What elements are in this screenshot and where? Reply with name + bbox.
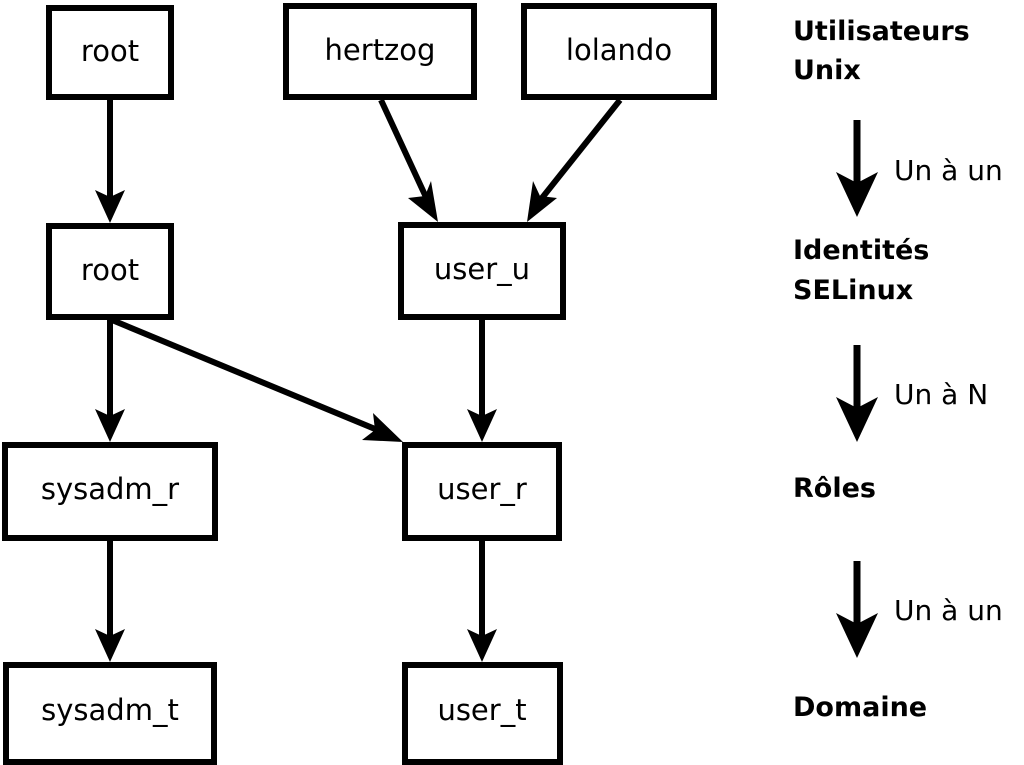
node-domain-user-t[interactable]: user_t bbox=[402, 662, 563, 765]
node-unix-lolando[interactable]: lolando bbox=[521, 3, 717, 100]
node-label-unix-hertzog: hertzog bbox=[325, 33, 436, 67]
edge-sysadm-r-to-sysadm-t bbox=[95, 541, 125, 662]
legend-column: Utilisateurs Unix Un à un Identités SELi… bbox=[793, 16, 1003, 723]
node-label-role-sysadm-r: sysadm_r bbox=[41, 472, 179, 506]
legend-stage-unix-users: Utilisateurs Unix bbox=[793, 16, 970, 86]
legend-stage-domaine-line-1: Domaine bbox=[793, 692, 927, 723]
nodes-layer: root hertzog lolando root user_u sysadm_ bbox=[2, 3, 717, 765]
edge-user-r-to-user-t bbox=[467, 541, 497, 662]
node-role-user-r[interactable]: user_r bbox=[402, 442, 562, 541]
legend-stage-selinux-identities-line-1: Identités bbox=[793, 235, 929, 266]
edge-lolando-to-user-u bbox=[527, 98, 623, 222]
legend-stage-unix-users-line-1: Utilisateurs bbox=[793, 16, 970, 47]
node-label-domain-sysadm-t: sysadm_t bbox=[41, 693, 179, 727]
edge-unix-root-to-identity-root bbox=[95, 100, 125, 223]
edge-identity-root-to-user-r bbox=[110, 317, 403, 442]
node-label-identity-user-u: user_u bbox=[434, 252, 530, 286]
edge-hertzog-to-user-u bbox=[378, 98, 438, 222]
legend-stage-roles: Rôles bbox=[793, 473, 876, 504]
node-domain-sysadm-t[interactable]: sysadm_t bbox=[3, 662, 217, 765]
legend-relation-un-a-n: Un à N bbox=[894, 378, 988, 411]
legend-arrow-one-to-n bbox=[836, 345, 878, 442]
legend-arrow-one-to-one-bottom bbox=[836, 561, 878, 658]
edge-identity-root-to-sysadm-r bbox=[95, 320, 125, 442]
node-label-unix-lolando: lolando bbox=[566, 33, 672, 67]
node-unix-root[interactable]: root bbox=[46, 5, 174, 100]
legend-stage-unix-users-line-2: Unix bbox=[793, 55, 861, 86]
legend-relation-un-a-un-top: Un à un bbox=[894, 154, 1003, 187]
legend-stage-selinux-identities-line-2: SELinux bbox=[793, 275, 913, 306]
legend-stage-domaine: Domaine bbox=[793, 692, 927, 723]
node-label-unix-root: root bbox=[81, 34, 139, 68]
legend-stage-roles-line-1: Rôles bbox=[793, 473, 876, 504]
node-label-identity-root: root bbox=[81, 253, 139, 287]
legend-arrow-one-to-one-top bbox=[836, 120, 878, 217]
edges-layer bbox=[95, 98, 623, 662]
node-unix-hertzog[interactable]: hertzog bbox=[283, 3, 477, 100]
legend-relation-un-a-un-bottom: Un à un bbox=[894, 594, 1003, 627]
edge-user-u-to-user-r bbox=[467, 320, 497, 442]
node-label-domain-user-t: user_t bbox=[437, 693, 526, 727]
node-identity-user-u[interactable]: user_u bbox=[398, 222, 566, 320]
node-label-role-user-r: user_r bbox=[437, 472, 527, 506]
node-role-sysadm-r[interactable]: sysadm_r bbox=[2, 442, 218, 541]
legend-stage-selinux-identities: Identités SELinux bbox=[793, 235, 929, 306]
node-identity-root[interactable]: root bbox=[46, 223, 174, 320]
